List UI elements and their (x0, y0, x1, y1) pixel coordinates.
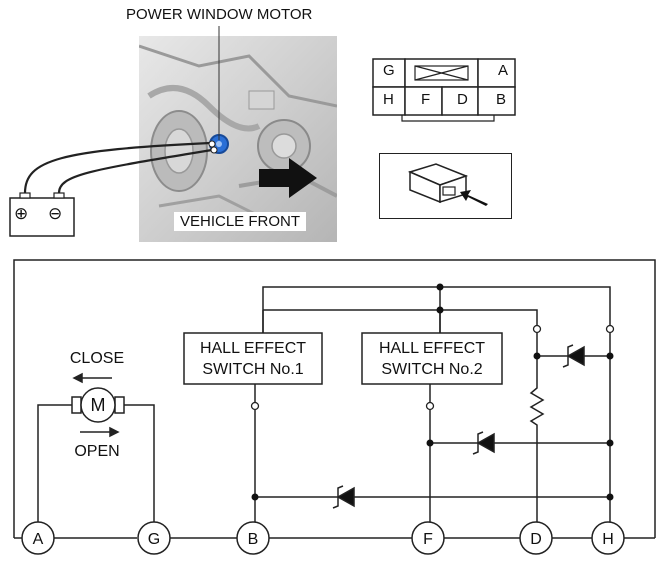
battery-minus-icon: ⊖ (48, 204, 63, 223)
switch1-line1: HALL EFFECT (200, 340, 306, 357)
positive-lead (23, 141, 211, 194)
open-label: OPEN (74, 443, 119, 460)
zener-diode-3 (332, 485, 355, 509)
terminal-g (137, 521, 171, 555)
terminal-b (236, 521, 270, 555)
zener-diode-2 (472, 431, 495, 455)
terminal-h (591, 521, 625, 555)
terminal-g-label: G (148, 531, 160, 548)
connector-pinout (372, 58, 516, 122)
close-label: CLOSE (70, 350, 124, 367)
terminal-f-label: F (423, 531, 433, 548)
door-panel-illustration (139, 36, 337, 242)
terminal-a (21, 521, 55, 555)
switch2-line1: HALL EFFECT (379, 340, 485, 357)
pin-f: F (421, 91, 431, 108)
pin-d: D (457, 91, 468, 108)
battery-icon (9, 197, 75, 237)
zener-diode-1 (562, 344, 585, 368)
connector-view-box (379, 153, 512, 219)
terminal-d (519, 521, 553, 555)
terminal-a-label: A (33, 531, 44, 548)
motor-symbol (71, 387, 125, 423)
terminal-f (411, 521, 445, 555)
switch2-line2: SWITCH No.2 (381, 361, 482, 378)
switch1-line2: SWITCH No.1 (202, 361, 303, 378)
motor-m-label: M (91, 395, 106, 415)
battery-plus-icon: ⊕ (14, 204, 29, 223)
connector-icon (407, 163, 488, 206)
terminal-b-label: B (248, 531, 259, 548)
hall-switch-2-box (361, 332, 503, 385)
door-photo (139, 36, 337, 242)
negative-lead (57, 148, 213, 194)
pin-a: A (498, 62, 509, 79)
hall-switch-1-box (183, 332, 323, 385)
pin-g: G (383, 62, 395, 79)
pin-b: B (496, 91, 507, 108)
vehicle-front-label: VEHICLE FRONT (174, 212, 307, 231)
pin-h: H (383, 91, 394, 108)
terminal-d-label: D (530, 531, 542, 548)
power-window-motor-title: POWER WINDOW MOTOR (126, 6, 313, 23)
terminal-h-label: H (602, 531, 614, 548)
schematic-frame (13, 259, 656, 538)
